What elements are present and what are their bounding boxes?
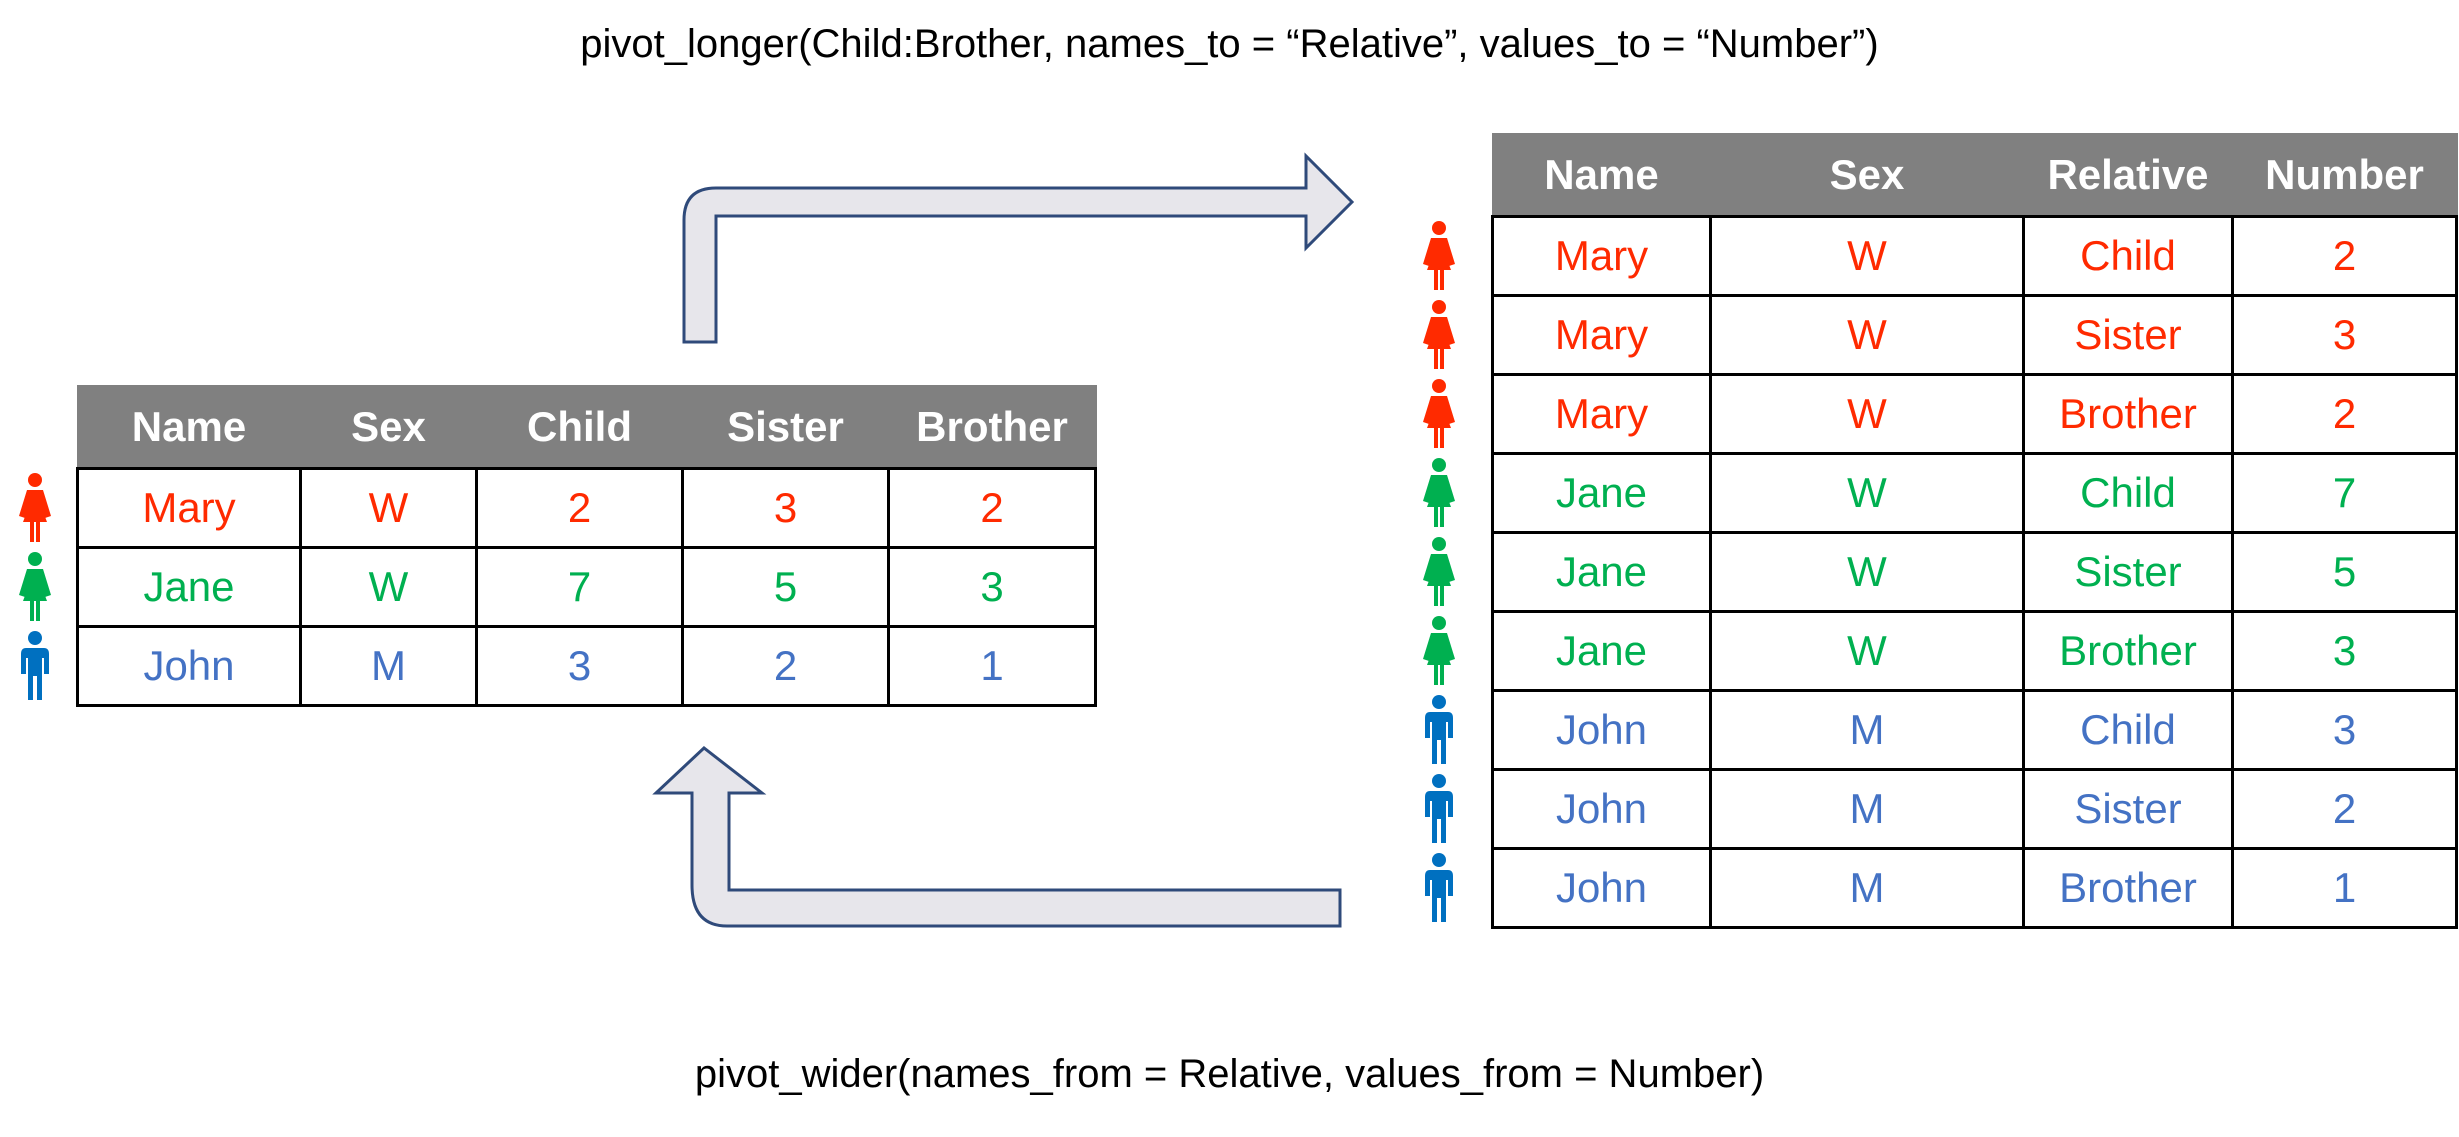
long-header-number: Number bbox=[2231, 133, 2458, 218]
long-table-cell: 1 bbox=[2231, 847, 2458, 929]
long-table-cell: M bbox=[1709, 768, 2025, 850]
long-table-cell: Sister bbox=[2022, 531, 2234, 613]
woman-icon bbox=[17, 472, 53, 544]
long-header-sex: Sex bbox=[1709, 133, 2025, 218]
long-header-name: Name bbox=[1491, 133, 1712, 218]
long-table-cell: Brother bbox=[2022, 847, 2234, 929]
woman-icon bbox=[1421, 615, 1457, 687]
wide-table-cell: W bbox=[299, 467, 478, 549]
wide-table-header-row: Name Sex Child Sister Brother bbox=[76, 385, 1097, 470]
long-table-cell: W bbox=[1709, 610, 2025, 692]
wide-table-cell: W bbox=[299, 546, 478, 628]
woman-icon bbox=[1421, 536, 1457, 608]
wide-table-cell: 3 bbox=[475, 625, 684, 707]
long-table-cell: Jane bbox=[1491, 610, 1712, 692]
wide-table-cell: 7 bbox=[475, 546, 684, 628]
long-table-cell: W bbox=[1709, 452, 2025, 534]
wide-table-cell: 3 bbox=[681, 467, 890, 549]
long-table-cell: 2 bbox=[2231, 373, 2458, 455]
long-table-cell: 3 bbox=[2231, 689, 2458, 771]
long-table-cell: Sister bbox=[2022, 768, 2234, 850]
woman-icon bbox=[1421, 220, 1457, 292]
wide-table-cell: John bbox=[76, 625, 302, 707]
long-table-cell: Brother bbox=[2022, 610, 2234, 692]
long-table-cell: 5 bbox=[2231, 531, 2458, 613]
long-table-cell: John bbox=[1491, 768, 1712, 850]
long-table-header-row: Name Sex Relative Number bbox=[1491, 133, 2458, 218]
long-table-cell: W bbox=[1709, 215, 2025, 297]
wide-table-cell: Jane bbox=[76, 546, 302, 628]
wide-header-sister: Sister bbox=[681, 385, 890, 470]
long-table-cell: M bbox=[1709, 847, 2025, 929]
pivot-wider-arrow bbox=[652, 746, 1342, 928]
man-icon bbox=[1421, 694, 1457, 766]
woman-icon bbox=[17, 551, 53, 623]
long-table-cell: Mary bbox=[1491, 294, 1712, 376]
long-table-cell: 2 bbox=[2231, 768, 2458, 850]
woman-icon bbox=[1421, 299, 1457, 371]
woman-icon bbox=[1421, 457, 1457, 529]
long-table-cell: Jane bbox=[1491, 531, 1712, 613]
long-table-cell: Brother bbox=[2022, 373, 2234, 455]
wide-table-cell: 2 bbox=[475, 467, 684, 549]
long-table-cell: Mary bbox=[1491, 215, 1712, 297]
long-table-cell: 3 bbox=[2231, 294, 2458, 376]
long-table-cell: 3 bbox=[2231, 610, 2458, 692]
man-icon bbox=[1421, 852, 1457, 924]
long-table-cell: W bbox=[1709, 373, 2025, 455]
pivot-longer-caption: pivot_longer(Child:Brother, names_to = “… bbox=[580, 22, 1879, 66]
long-table-cell: Sister bbox=[2022, 294, 2234, 376]
wide-table-cell: 5 bbox=[681, 546, 890, 628]
pivot-wider-caption: pivot_wider(names_from = Relative, value… bbox=[694, 1052, 1765, 1096]
wide-header-brother: Brother bbox=[887, 385, 1097, 470]
wide-table-cell: 1 bbox=[887, 625, 1097, 707]
long-table-cell: Child bbox=[2022, 215, 2234, 297]
long-table-cell: John bbox=[1491, 689, 1712, 771]
wide-table-cell: 3 bbox=[887, 546, 1097, 628]
long-table-cell: M bbox=[1709, 689, 2025, 771]
long-table-cell: Child bbox=[2022, 452, 2234, 534]
long-table-cell: 7 bbox=[2231, 452, 2458, 534]
long-table-cell: 2 bbox=[2231, 215, 2458, 297]
wide-table-cell: 2 bbox=[681, 625, 890, 707]
long-header-relative: Relative bbox=[2022, 133, 2234, 218]
wide-table-cell: Mary bbox=[76, 467, 302, 549]
long-table-cell: W bbox=[1709, 294, 2025, 376]
long-table-cell: Jane bbox=[1491, 452, 1712, 534]
man-icon bbox=[17, 630, 53, 702]
wide-table-cell: M bbox=[299, 625, 478, 707]
man-icon bbox=[1421, 773, 1457, 845]
long-table-cell: Child bbox=[2022, 689, 2234, 771]
long-table-cell: Mary bbox=[1491, 373, 1712, 455]
wide-table-cell: 2 bbox=[887, 467, 1097, 549]
wide-header-sex: Sex bbox=[299, 385, 478, 470]
long-table-cell: John bbox=[1491, 847, 1712, 929]
woman-icon bbox=[1421, 378, 1457, 450]
pivot-longer-arrow bbox=[682, 152, 1355, 344]
long-table-cell: W bbox=[1709, 531, 2025, 613]
wide-header-child: Child bbox=[475, 385, 684, 470]
wide-header-name: Name bbox=[76, 385, 302, 470]
